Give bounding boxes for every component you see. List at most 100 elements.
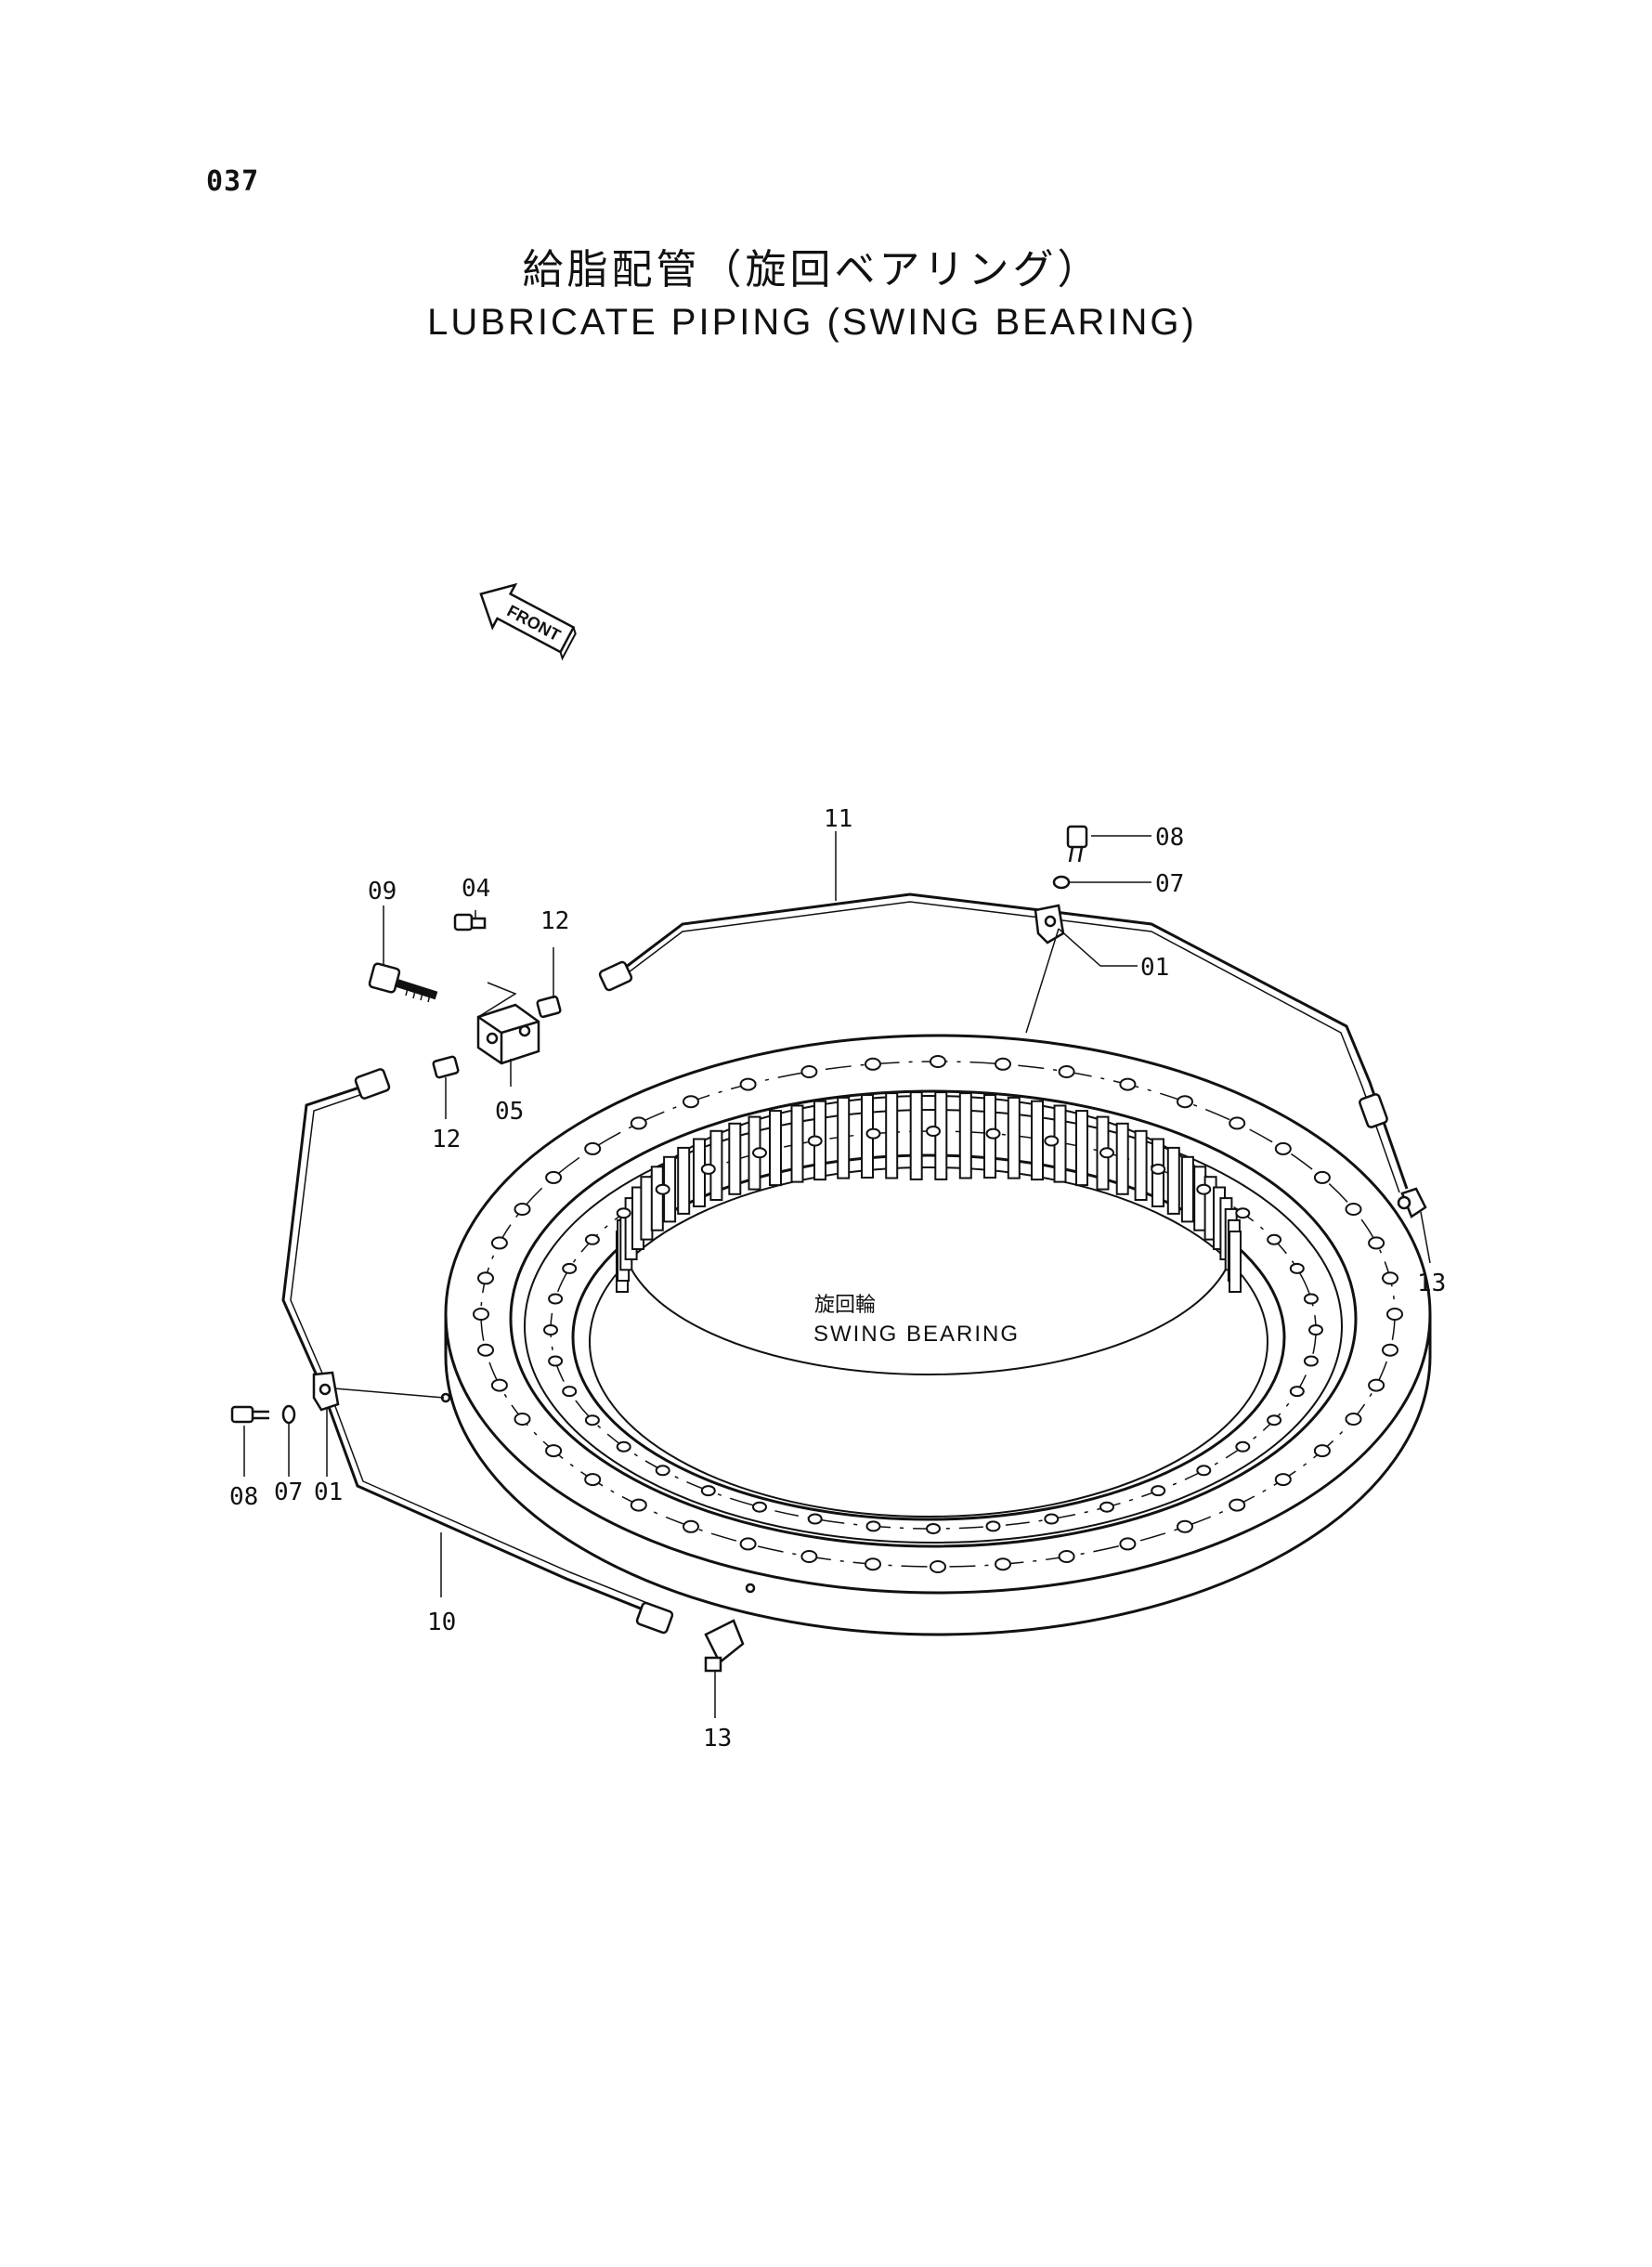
bolt-hole	[1368, 1236, 1385, 1250]
callout-10: 10	[427, 1609, 456, 1636]
callout-07-left: 07	[274, 1479, 303, 1506]
bearing-outer-side	[444, 1314, 1432, 1636]
gear-bore-lower	[589, 1166, 1268, 1518]
bolt-hole	[926, 1126, 941, 1137]
bolt-hole	[985, 1127, 1001, 1140]
bolt-hole	[1382, 1271, 1398, 1285]
callout-12-bottom: 12	[432, 1126, 461, 1153]
callout-13-bottom: 13	[703, 1725, 732, 1752]
leader-lines	[243, 831, 1431, 1718]
bolt-hole	[985, 1520, 1001, 1532]
washer-07-top	[1052, 875, 1071, 890]
gear-tooth	[1007, 1096, 1021, 1179]
callout-05: 05	[495, 1098, 524, 1126]
gear-tooth	[909, 1091, 923, 1180]
inner-bolt-holes	[543, 1126, 1323, 1534]
bolt-hole	[562, 1262, 578, 1274]
bolt-hole	[584, 1233, 600, 1245]
bolt-hole	[545, 1170, 563, 1184]
bolt-hole	[630, 1498, 647, 1512]
gear-tooth	[958, 1092, 972, 1179]
gear-tooth	[640, 1176, 654, 1241]
bolt-hole	[1313, 1170, 1331, 1184]
bolt-hole	[1267, 1233, 1282, 1245]
bolt-08-left	[230, 1405, 254, 1424]
gear-tooth	[1031, 1100, 1044, 1181]
bolt-hole	[548, 1355, 564, 1367]
fittings	[230, 825, 1427, 1673]
bolt-hole	[1099, 1501, 1114, 1513]
callout-08-left: 08	[229, 1483, 258, 1511]
bolt-hole	[616, 1440, 631, 1453]
swing-bearing-label-jp: 旋回輪	[814, 1294, 876, 1317]
page-number: 037	[206, 165, 260, 198]
bolt-hole	[1235, 1440, 1251, 1453]
bolt-hole	[1196, 1183, 1212, 1195]
gear-tooth	[1115, 1122, 1129, 1195]
callout-04: 04	[462, 875, 490, 903]
bolt-hole	[683, 1095, 699, 1109]
bolt-hole	[1368, 1378, 1385, 1392]
bolt-hole	[543, 1324, 558, 1335]
bolt-hole	[1229, 1498, 1246, 1512]
fitting-12-top	[536, 995, 562, 1019]
pipe-nut	[635, 1601, 674, 1635]
bolt-hole	[514, 1203, 531, 1216]
bolt-hole	[1303, 1355, 1319, 1367]
bolt-hole	[930, 1055, 946, 1068]
bolt-hole	[1289, 1386, 1305, 1398]
bolt-hole	[1177, 1519, 1193, 1533]
bolt-hole	[1196, 1465, 1212, 1477]
bolt-hole	[1058, 1065, 1075, 1078]
title-english: LUBRICATE PIPING (SWING BEARING)	[427, 302, 1197, 343]
bolt-hole	[477, 1343, 494, 1357]
bolt-hole	[473, 1308, 489, 1321]
bolt-hole	[1119, 1537, 1137, 1551]
bolt-hole	[807, 1135, 823, 1147]
callouts: 11 08 07 01 09 04 12 05 12 13 08 07 01 1…	[229, 805, 1446, 1752]
bolt-hole	[865, 1557, 881, 1571]
bolt-hole	[1303, 1293, 1319, 1305]
bolt-hole	[1099, 1147, 1114, 1159]
bolt-08-top	[1066, 825, 1088, 849]
bolt-hole	[1119, 1077, 1137, 1091]
bolt-hole	[800, 1065, 818, 1078]
bolt-hole	[1151, 1163, 1166, 1175]
bolt-hole	[616, 1207, 631, 1219]
bolt-hole	[490, 1236, 508, 1250]
gear-tooth	[1166, 1146, 1180, 1215]
gear-tooth	[1075, 1110, 1088, 1187]
gear-tooth	[1193, 1166, 1207, 1231]
bolt-hole	[548, 1293, 564, 1305]
bolt-hole	[1382, 1343, 1398, 1357]
elbow-fitting-13-right	[1400, 1187, 1427, 1218]
callout-08-top: 08	[1155, 824, 1184, 852]
bolt-hole	[752, 1501, 767, 1513]
bolt-hole	[1267, 1414, 1282, 1427]
swing-bearing	[444, 1034, 1432, 1636]
elbow-fitting-13-bottom	[704, 1619, 745, 1664]
bolt-hole	[752, 1147, 767, 1159]
gear-tooth	[1134, 1129, 1148, 1202]
bolt-hole	[1044, 1513, 1060, 1525]
callout-01-left: 01	[314, 1479, 343, 1506]
gear-tooth	[650, 1166, 664, 1231]
bolt-hole	[584, 1141, 602, 1155]
front-direction-marker: FRONT	[479, 582, 577, 661]
bolt-hole	[514, 1413, 531, 1426]
pipe-11	[617, 892, 1409, 1190]
gear-tooth	[837, 1096, 851, 1179]
bolt-hole	[700, 1163, 716, 1175]
bolt-hole	[1308, 1324, 1323, 1335]
gear-tooth	[1180, 1155, 1194, 1223]
washer-07-left	[281, 1404, 296, 1425]
gear-tooth	[769, 1110, 782, 1187]
bolt-hole	[1044, 1135, 1060, 1147]
bearing-inner-ring-top	[524, 1109, 1343, 1544]
bolt-hole	[1229, 1116, 1246, 1130]
swing-bearing-label-en: SWING BEARING	[813, 1322, 1020, 1347]
bolt-hole	[865, 1127, 881, 1140]
gear-tooth	[885, 1092, 899, 1179]
bolt-hole	[995, 1557, 1011, 1571]
